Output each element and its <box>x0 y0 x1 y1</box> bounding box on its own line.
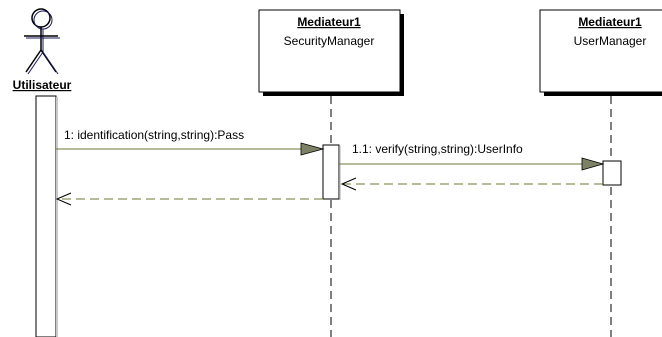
message-label: 1.1: verify(string,string):UserInfo <box>352 142 523 156</box>
activation-bar <box>602 160 622 186</box>
object-class-name: UserManager <box>574 34 647 48</box>
return-arrowhead <box>55 192 72 206</box>
message-verify: 1.1: verify(string,string):UserInfo <box>339 142 605 171</box>
message-arrowhead <box>300 142 325 156</box>
object-security-manager: Mediateur1 SecurityManager <box>258 9 404 337</box>
message-identification: 1: identification(string,string):Pass <box>56 128 325 156</box>
message-arrowhead <box>581 157 605 171</box>
object-user-manager: Mediateur1 UserManager <box>539 9 662 337</box>
object-instance-name: Mediateur1 <box>578 15 642 29</box>
message-label: 1: identification(string,string):Pass <box>64 128 244 142</box>
return-message-securitymanager <box>55 192 323 206</box>
actor-name: Utilisateur <box>13 78 72 92</box>
return-arrowhead <box>340 177 357 191</box>
return-message-usermanager <box>340 177 603 191</box>
object-class-name: SecurityManager <box>284 34 375 48</box>
activation-bar <box>322 144 340 200</box>
actor-icon <box>24 8 60 75</box>
object-box <box>258 9 401 93</box>
object-instance-name: Mediateur1 <box>297 15 361 29</box>
object-box <box>539 9 662 93</box>
actor-activation-bar <box>35 95 57 337</box>
actor-utilisateur: Utilisateur <box>13 8 72 337</box>
